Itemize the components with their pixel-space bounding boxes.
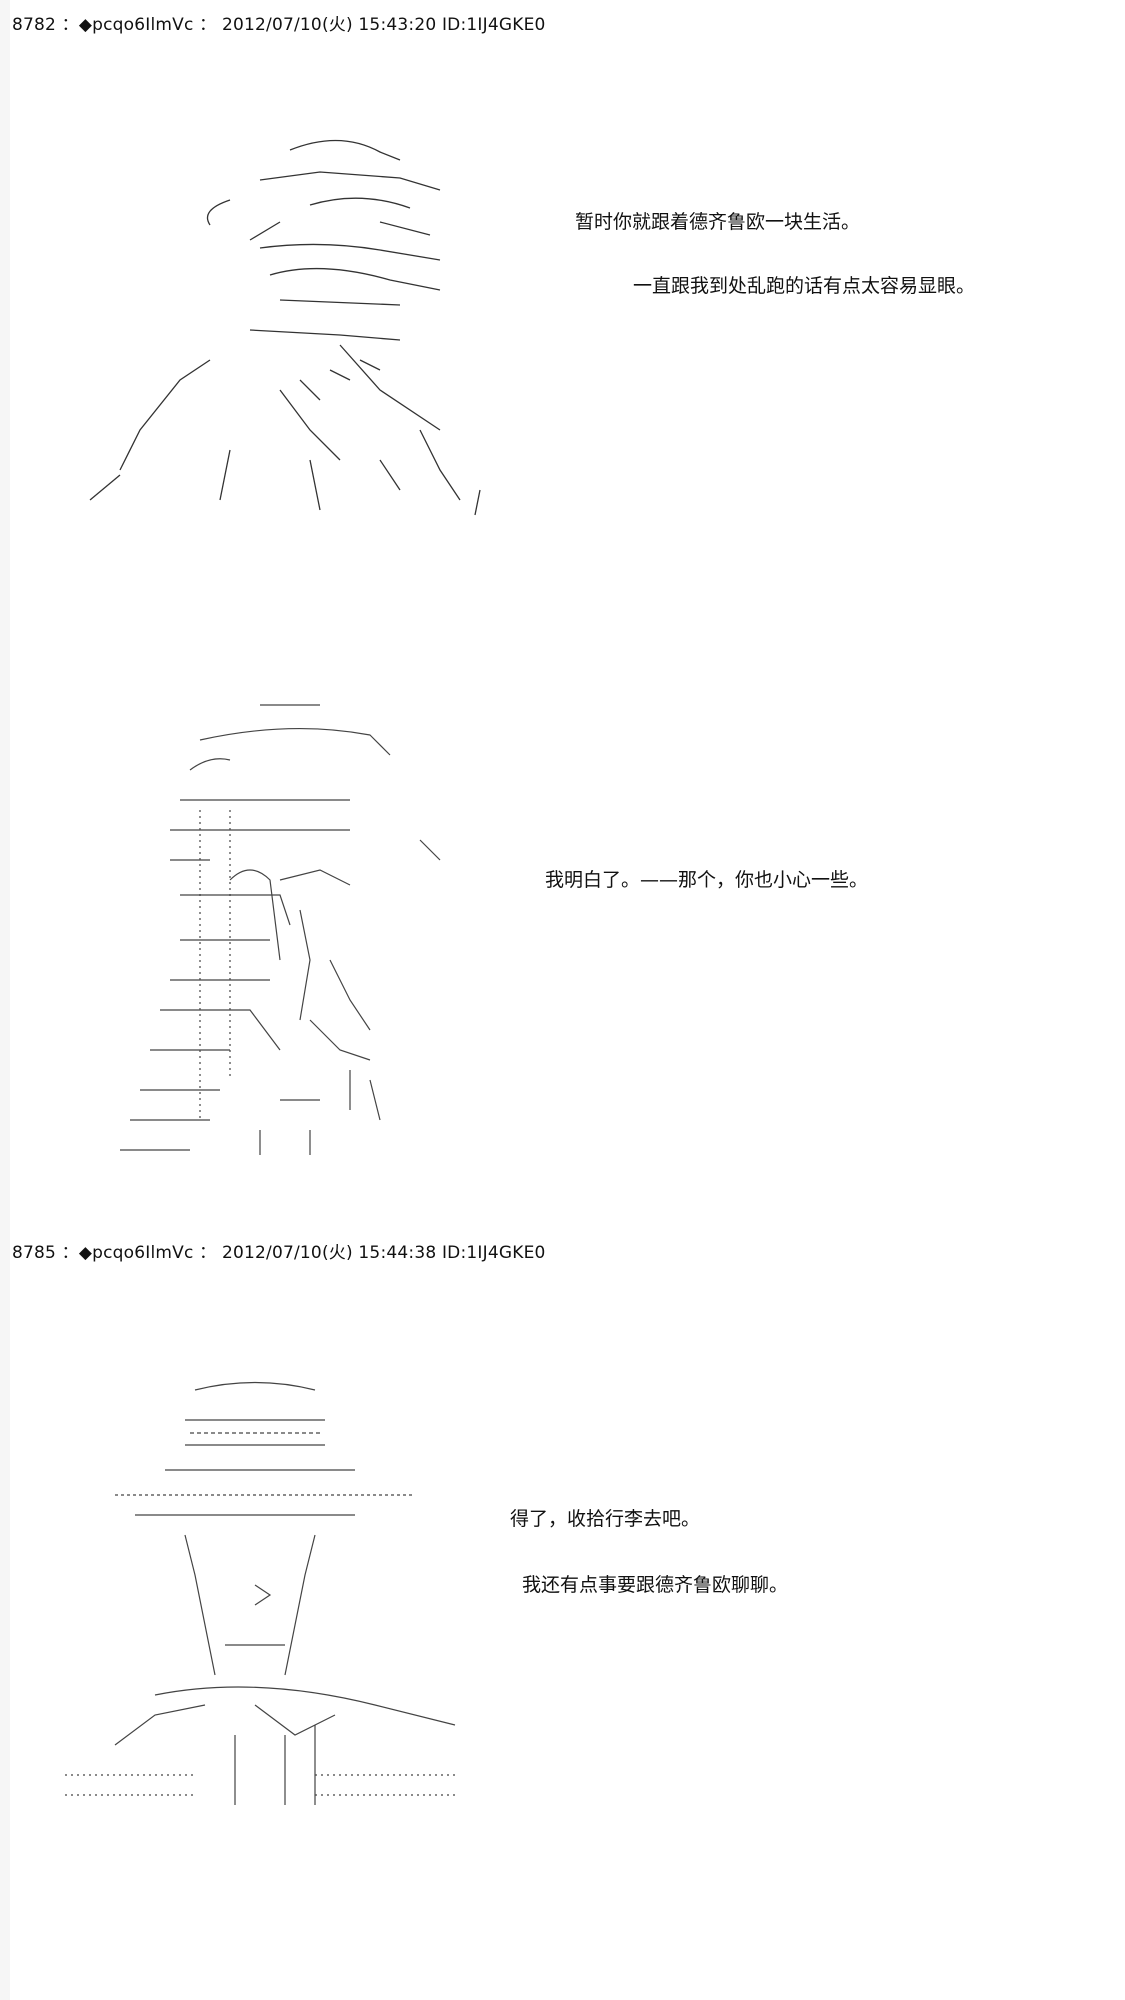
dialogue-line: 得了，收拾行李去吧。 [510,1508,701,1530]
ascii-art-cloaked-figure [50,700,460,1160]
dialogue-line: 我明白了。——那个，你也小心一些。 [545,869,869,891]
dialogue-line: 一直跟我到处乱跑的话有点太容易显眼。 [633,275,976,297]
dialogue-line: 我还有点事要跟德齐鲁欧聊聊。 [522,1574,789,1596]
page [10,0,1125,2000]
ascii-art-man-in-coat [55,1375,465,1805]
ascii-art-man-with-hat [80,130,520,520]
post-header: 8785 ：◆pcqo6IlmVc ： 2012/07/10(火) 15:44:… [12,1243,546,1263]
dialogue-line: 暂时你就跟着德齐鲁欧一块生活。 [575,211,861,233]
post-header: 8782 ：◆pcqo6IlmVc ： 2012/07/10(火) 15:43:… [12,15,546,35]
